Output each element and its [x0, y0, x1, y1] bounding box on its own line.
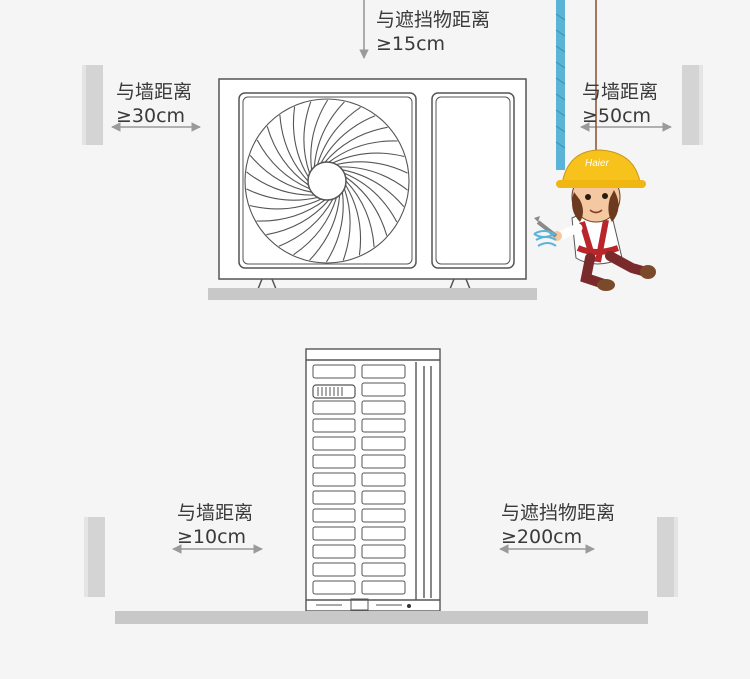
louver-slat — [312, 454, 356, 469]
fan-blade — [309, 195, 341, 261]
louver-slat — [312, 472, 356, 487]
fan-blade — [316, 106, 361, 165]
fan-blade — [328, 140, 398, 163]
louver-slat — [361, 544, 406, 559]
top-clearance-label: 与遮挡物距离 ≥15cm — [376, 8, 490, 56]
helmet-brand: Haier — [585, 158, 610, 169]
right-clearance-label: 与墙距离 ≥50cm — [582, 80, 658, 128]
fan-grille-icon — [244, 98, 410, 264]
bottom-left-clearance-label: 与墙距离 ≥10cm — [177, 501, 253, 549]
louver-slat — [361, 436, 406, 451]
left-clearance-value: ≥30cm — [116, 105, 186, 127]
right-clearance-title: 与墙距离 — [582, 81, 659, 103]
top-clearance-title: 与遮挡物距离 — [376, 9, 491, 31]
top-ground — [208, 288, 537, 300]
louver-slat — [361, 418, 406, 433]
louver-slat — [312, 436, 356, 451]
safety-rope — [556, 0, 565, 170]
louver-slat — [312, 562, 356, 577]
bottom-right-clearance-value: ≥200cm — [501, 526, 583, 548]
fan-blade — [339, 166, 408, 191]
louver-slat — [312, 400, 356, 415]
louver-slat — [361, 490, 406, 505]
fan-blade — [310, 99, 329, 170]
louver-slat — [312, 526, 356, 541]
top-clearance-value: ≥15cm — [376, 33, 446, 55]
bottom-right-wall — [657, 517, 678, 597]
louver-slat — [361, 526, 406, 541]
fan-blade — [266, 126, 309, 186]
louver-slat — [312, 580, 356, 595]
fan-blade — [345, 184, 362, 256]
louver-slat — [312, 418, 356, 433]
fan-blade — [292, 106, 309, 178]
louver-slat — [312, 364, 356, 379]
louver-slat — [312, 544, 356, 559]
fan-blade — [256, 199, 326, 222]
bottom-left-clearance-value: ≥10cm — [177, 526, 247, 548]
bottom-left-clearance-title: 与墙距离 — [177, 502, 254, 524]
louver-slat — [361, 454, 406, 469]
left-clearance-title: 与墙距离 — [116, 81, 193, 103]
left-clearance-label: 与墙距离 ≥30cm — [116, 80, 192, 128]
worker-character — [533, 149, 656, 291]
bottom-right-clearance-label: 与遮挡物距离 ≥200cm — [501, 501, 615, 549]
fan-blade — [249, 155, 312, 193]
fan-blade — [320, 115, 376, 164]
fan-blade — [256, 139, 310, 190]
louver-slat — [361, 508, 406, 523]
bottom-right-clearance-title: 与遮挡物距离 — [501, 502, 616, 524]
louver-slat — [361, 562, 406, 577]
bottom-left-wall — [84, 517, 105, 597]
fan-blade — [344, 172, 398, 223]
fan-blade — [279, 115, 309, 182]
right-wall — [682, 65, 703, 145]
fan-blade — [345, 176, 388, 236]
louver-slat — [361, 472, 406, 487]
fan-blade — [278, 198, 334, 247]
left-wall — [82, 65, 103, 145]
fan-blade — [303, 101, 312, 174]
fan-blade — [336, 161, 408, 174]
right-clearance-value: ≥50cm — [582, 105, 652, 127]
louver-slat — [361, 580, 406, 595]
louver-slat — [361, 382, 406, 397]
fan-blade — [266, 199, 330, 236]
louver-slat — [361, 364, 406, 379]
louver-slat — [312, 508, 356, 523]
outdoor-unit-side-view — [305, 348, 441, 612]
louver-slat — [361, 400, 406, 415]
fan-blade — [246, 188, 318, 201]
louver-slat — [312, 490, 356, 505]
fan-blade — [332, 152, 405, 164]
fan-blade — [324, 126, 388, 163]
fan-blade — [342, 169, 405, 207]
fan-blade — [246, 171, 315, 196]
fan-blade — [249, 198, 322, 210]
fan-blade — [313, 101, 345, 167]
bottom-ground — [115, 611, 648, 624]
fan-blade — [345, 180, 375, 247]
fan-blade — [342, 188, 351, 261]
fan-blade — [293, 197, 338, 256]
fan-blade — [325, 192, 344, 263]
